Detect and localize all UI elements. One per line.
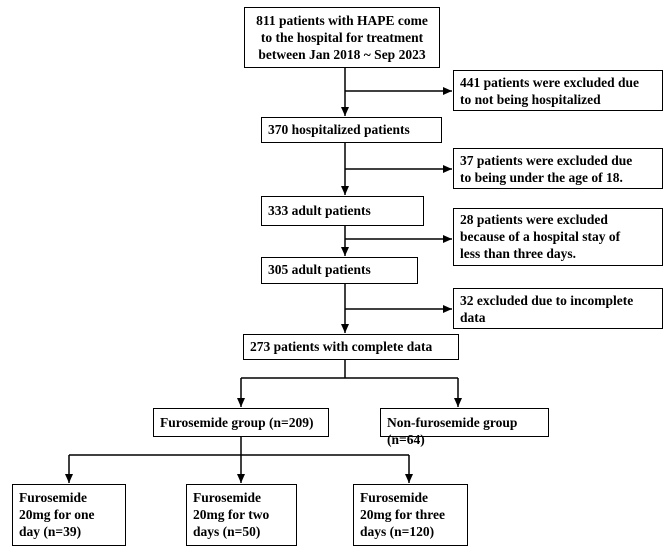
adult-333-text: 333 adult patients <box>268 203 371 218</box>
complete-data-box: 273 patients with complete data <box>243 334 459 360</box>
excl-not-hospitalized-text: 441 patients were excluded due to not be… <box>460 75 639 107</box>
start-text: 811 patients with HAPE come to the hospi… <box>256 13 428 62</box>
furo-three-days-text: Furosemide 20mg for three days (n=120) <box>360 490 445 539</box>
non-furosemide-group-box: Non-furosemide group (n=64) <box>380 408 549 447</box>
non-furosemide-group-text: Non-furosemide group (n=64) <box>387 415 518 447</box>
adult-305-box: 305 adult patients <box>261 257 418 284</box>
furo-one-day-text: Furosemide 20mg for one day (n=39) <box>19 490 95 539</box>
start-box: 811 patients with HAPE come to the hospi… <box>244 7 440 68</box>
excl-short-stay-box: 28 patients were excluded because of a h… <box>453 208 663 266</box>
furo-two-days-box: Furosemide 20mg for two days (n=50) <box>186 484 297 546</box>
furo-two-days-text: Furosemide 20mg for two days (n=50) <box>193 490 270 539</box>
excl-under-18-text: 37 patients were excluded due to being u… <box>460 153 633 185</box>
complete-data-text: 273 patients with complete data <box>250 339 433 354</box>
adult-333-box: 333 adult patients <box>261 196 424 226</box>
adult-305-text: 305 adult patients <box>268 262 371 277</box>
furosemide-group-text: Furosemide group (n=209) <box>160 415 314 430</box>
furo-one-day-box: Furosemide 20mg for one day (n=39) <box>12 484 126 546</box>
hospitalized-text: 370 hospitalized patients <box>268 122 410 137</box>
furosemide-group-box: Furosemide group (n=209) <box>153 408 329 437</box>
furo-three-days-box: Furosemide 20mg for three days (n=120) <box>353 484 468 546</box>
excl-incomplete-box: 32 excluded due to incomplete data <box>453 288 663 329</box>
hospitalized-box: 370 hospitalized patients <box>261 117 442 143</box>
excl-under-18-box: 37 patients were excluded due to being u… <box>453 148 663 189</box>
excl-incomplete-text: 32 excluded due to incomplete data <box>460 293 634 325</box>
excl-not-hospitalized-box: 441 patients were excluded due to not be… <box>453 70 663 111</box>
excl-short-stay-text: 28 patients were excluded because of a h… <box>460 212 621 261</box>
